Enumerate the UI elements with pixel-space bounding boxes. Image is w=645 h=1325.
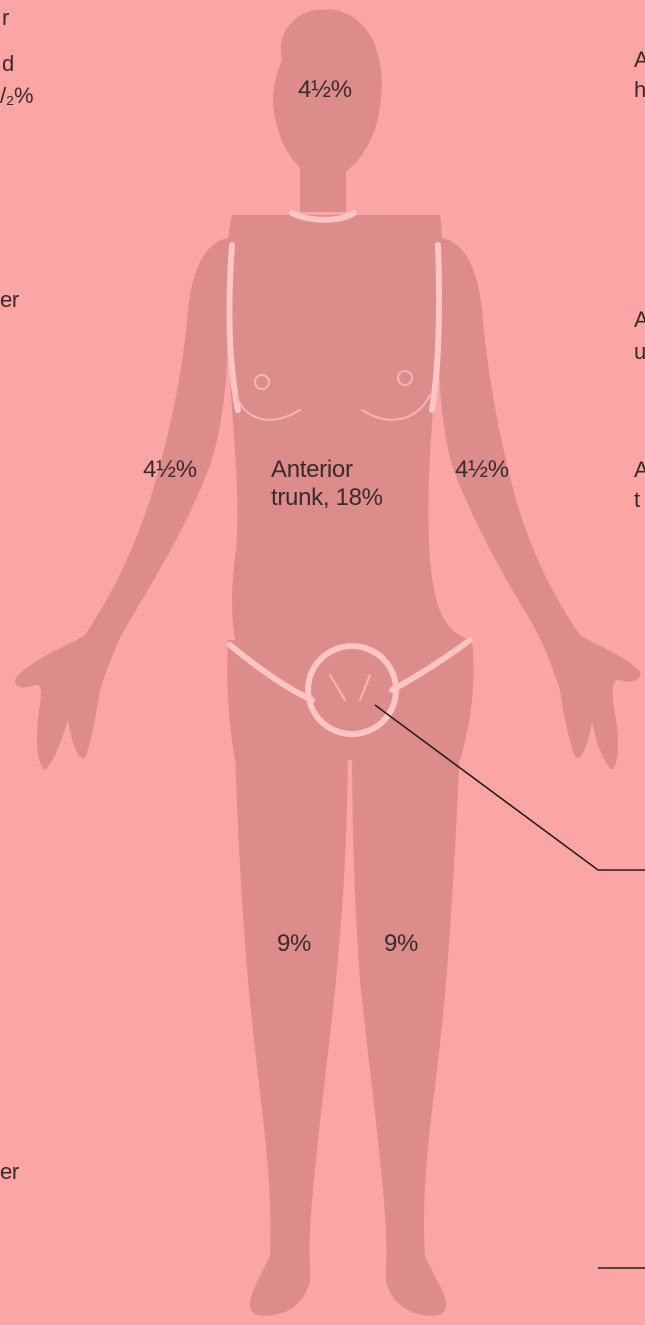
trunk-region: [226, 215, 470, 640]
cropped-right-text-4: u: [634, 338, 645, 365]
trunk-label-line1: Anterior: [271, 456, 353, 483]
right-leg-region: [235, 740, 348, 1316]
cropped-right-text-2: h: [634, 76, 645, 103]
left-arm-percent-label: 4½%: [455, 456, 509, 483]
trunk-label-line2: trunk, 18%: [271, 484, 383, 511]
cropped-right-text-6: t: [634, 486, 640, 513]
cropped-left-text-1: r: [2, 4, 9, 31]
cropped-left-text-2: d: [2, 50, 14, 77]
right-arm-region: [15, 238, 228, 770]
neck-region: [300, 165, 346, 212]
cropped-left-text-4: er: [0, 286, 19, 313]
cropped-right-text-1: A: [634, 46, 645, 73]
cropped-right-text-3: A: [634, 306, 645, 333]
cropped-left-text-5: er: [0, 1158, 19, 1185]
cropped-left-text-3: /₂%: [0, 82, 33, 109]
right-arm-percent-label: 4½%: [143, 456, 197, 483]
cropped-right-text-5: A: [634, 456, 645, 483]
left-leg-percent-label: 9%: [384, 930, 418, 957]
head-percent-label: 4½%: [298, 76, 352, 103]
right-leg-percent-label: 9%: [277, 930, 311, 957]
left-leg-region: [352, 740, 460, 1316]
